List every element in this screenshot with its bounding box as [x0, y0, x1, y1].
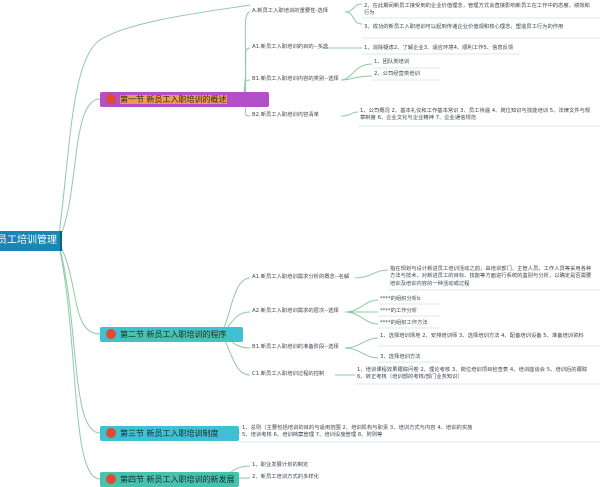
section-node-label: 第三节 新员工入职培训制度	[120, 429, 219, 438]
subtopic-node[interactable]: A2.新员工入职培训需求的层次--选择	[252, 308, 339, 314]
leaf-node[interactable]: 1、公司概况 2、基本礼仪和工作基本常识 3、员工待遇 4、岗位知识与技能培训 …	[360, 108, 591, 122]
section-node-label: 第二节 新员工入职培训的程序	[120, 330, 227, 339]
leaf-node[interactable]: 1、消除疑虑2、了解企业3、适应环境4、顺利工作5、信息反馈	[364, 45, 514, 51]
subtopic-node[interactable]: A1.新员工入职培训的目的--多选	[252, 44, 329, 50]
section-marker-icon	[106, 474, 116, 484]
leaf-node[interactable]: 指在规划与设计新进员工培训活动之前，由培训部门、主管人员、工作人员等采用各种方法…	[390, 266, 592, 287]
leaf-node[interactable]: 2、公司经营类培训	[374, 71, 420, 77]
section-marker-icon	[106, 329, 116, 339]
leaf-node[interactable]: ****的工作分析	[380, 308, 418, 314]
connector-root-sec2	[57, 240, 101, 335]
subtopic-node[interactable]: A.新员工入职培训的重要性-选择	[252, 8, 328, 14]
subtopic-node[interactable]: C1.新员工入职培训过程的控制	[252, 371, 325, 377]
connector-root-sec4	[57, 240, 101, 480]
leaf-node[interactable]: 1、职业发展计划的制定	[252, 462, 309, 468]
leaf-node[interactable]: 3、选择培训方法	[380, 354, 421, 360]
section-marker-icon	[106, 428, 116, 438]
section-node-3[interactable]: 第三节 新员工入职培训制度	[100, 426, 239, 441]
connector-root-top	[57, 4, 251, 242]
connector-sec1-a	[242, 11, 251, 100]
connector-root-sec3	[57, 240, 101, 434]
leaf-node[interactable]: 1、选择培训场地 2、安排培训师 3、选择培训方法 4、配备培训设备 5、准备培…	[380, 333, 584, 339]
subtopic-node[interactable]: B1.新员工入职培训内容的类别--选择	[252, 76, 339, 82]
leaf-node[interactable]: 1、培训课程效果跟踪问卷 2、理论考核 3、岗位培训项目检查表 4、培训座谈会 …	[357, 367, 588, 381]
subtopic-node[interactable]: B2.新员工入职培训内容清单	[252, 112, 319, 118]
leaf-node[interactable]: 1、团队类培训	[374, 59, 410, 65]
leaf-node[interactable]: ****的组织工作方法	[380, 320, 428, 326]
section-node-1[interactable]: 第一节 新员工入职培训的概述	[100, 92, 269, 107]
section-node-label: 第一节 新员工入职培训的概述	[120, 95, 227, 104]
leaf-underlines	[240, 17, 600, 443]
leaf-node[interactable]: 2、在此期间新员工接受到的企业价值理念，管理方式会直接影响新员工在工作中的态度、…	[364, 3, 590, 17]
leaf-node[interactable]: ****的组织分析b	[380, 296, 421, 302]
leaf-node[interactable]: 2、新员工培训方式的多样化	[252, 474, 319, 480]
root-node-label: 员工培训管理	[0, 235, 57, 246]
connector-sec1-a1	[242, 47, 251, 100]
leaf-node[interactable]: 1、总则（主要包括培训的目的与适用范围 2、培训机构与职责 3、培训方式与内容 …	[242, 425, 473, 439]
connector-root-sec1	[57, 98, 101, 242]
section-node-2[interactable]: 第二节 新员工入职培训的程序	[100, 327, 243, 342]
root-node[interactable]: 员工培训管理	[0, 231, 62, 251]
subtopic-node[interactable]: B1.新员工入职培训的准备阶段--选择	[252, 344, 339, 350]
section-marker-icon	[106, 94, 116, 104]
subtopic-node[interactable]: A1.新员工入职培训需求分析的概念--名解	[252, 274, 350, 280]
leaf-node[interactable]: 3、成功的新员工入职培训可以起到传递企业价值观和核心理念，塑造员工行为的作用	[364, 24, 564, 30]
